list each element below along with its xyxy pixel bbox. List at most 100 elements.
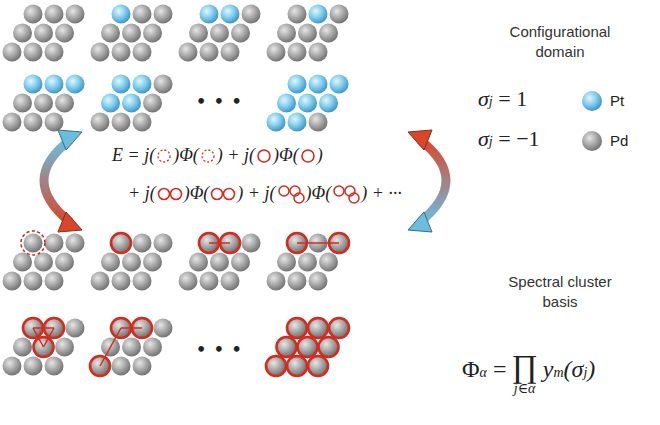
pd-atom (112, 357, 131, 376)
pd-atom (298, 338, 317, 357)
pd-atom (45, 5, 64, 24)
cluster-link (100, 328, 121, 366)
energy-equation: + j( )Φ( ) + j( )Φ( ) + ··· (128, 183, 402, 204)
section-heading: Spectral cluster basis (495, 272, 625, 312)
pd-atom (582, 131, 602, 151)
pd-atom (34, 94, 53, 113)
pt-atom (309, 75, 328, 94)
pd-atom (122, 24, 141, 43)
cluster-site (90, 356, 110, 376)
pd-atom (34, 24, 53, 43)
pt-atom (309, 5, 328, 24)
pd-atom (179, 43, 198, 62)
pd-atom (210, 253, 229, 272)
symbol: Φ (462, 356, 480, 383)
cluster-site (308, 356, 328, 376)
pt-atom (319, 94, 338, 113)
symbol: (σ (564, 356, 584, 383)
pd-atom (143, 24, 162, 43)
symbol: y (543, 356, 554, 383)
pt-atom (112, 75, 131, 94)
pd-atom (200, 43, 219, 62)
symbol: ) (587, 356, 595, 383)
element-label: Pd (610, 132, 628, 149)
pd-atom (288, 272, 307, 291)
cluster-site (132, 318, 152, 338)
pd-atom (45, 357, 64, 376)
pd-atom (309, 319, 328, 338)
basis-formula: Φα = ∏j∈α ym(σj) (462, 350, 595, 396)
pd-atom (101, 24, 120, 43)
pd-atom (330, 5, 349, 24)
subscript: j (489, 94, 493, 110)
pd-atom (24, 43, 43, 62)
cluster-site (287, 356, 307, 376)
curved-arrow (44, 130, 82, 232)
pd-atom (242, 234, 261, 253)
pd-atom (319, 24, 338, 43)
pd-atom (91, 43, 110, 62)
pd-atom (112, 272, 131, 291)
pt-atom (112, 5, 131, 24)
pd-atom (3, 272, 22, 291)
pd-atom (309, 113, 328, 132)
pd-atom (66, 234, 85, 253)
spin-value: σj = 1 (478, 86, 527, 112)
cluster-site (287, 233, 307, 253)
ellipsis: • • • (196, 92, 243, 111)
pt-atom (45, 75, 64, 94)
pd-atom (45, 113, 64, 132)
pt-atom (267, 113, 286, 132)
pd-atom (288, 5, 307, 24)
cluster-site (329, 233, 349, 253)
pd-atom (66, 5, 85, 24)
cluster-symbol (156, 148, 172, 164)
element-label: Pt (610, 92, 624, 109)
cluster-site (111, 233, 131, 253)
pd-atom (91, 113, 110, 132)
pd-atom (24, 357, 43, 376)
cluster-symbol (157, 186, 183, 202)
pd-atom (143, 253, 162, 272)
symbol: σ (478, 86, 489, 112)
pd-atom (13, 24, 32, 43)
spin-value: σj = −1 (478, 126, 540, 152)
pd-atom (13, 94, 32, 113)
pd-atom (277, 24, 296, 43)
pd-atom (24, 234, 43, 253)
subscript: m (553, 365, 563, 381)
pd-atom (133, 272, 152, 291)
pd-atom (277, 338, 296, 357)
symbol: σ (478, 126, 489, 152)
value: = 1 (498, 86, 527, 112)
cluster-symbol (210, 186, 236, 202)
equation-part: )Φ( (273, 145, 299, 166)
equation-part: ) (317, 145, 323, 166)
pt-atom (221, 5, 240, 24)
pt-atom (200, 5, 219, 24)
pd-atom (3, 357, 22, 376)
pt-atom (133, 75, 152, 94)
pd-atom (298, 253, 317, 272)
cluster-site (319, 337, 339, 357)
pd-atom (34, 253, 53, 272)
pd-atom (221, 43, 240, 62)
subscript: j∈α (514, 382, 536, 396)
cluster-site (287, 318, 307, 338)
pd-atom (133, 234, 152, 253)
cluster-symbol (200, 148, 216, 164)
pt-atom (24, 75, 43, 94)
subscript: j (489, 134, 493, 150)
pd-atom (210, 24, 229, 43)
pd-atom (309, 43, 328, 62)
equation-part: ) + j( (217, 145, 255, 166)
cluster-site (308, 318, 328, 338)
section-heading: Configurational domain (495, 22, 625, 62)
pd-atom (154, 319, 173, 338)
pt-atom (330, 75, 349, 94)
pd-atom (143, 338, 162, 357)
pd-atom (267, 43, 286, 62)
pt-atom (101, 94, 120, 113)
ellipsis: • • • (196, 340, 243, 359)
